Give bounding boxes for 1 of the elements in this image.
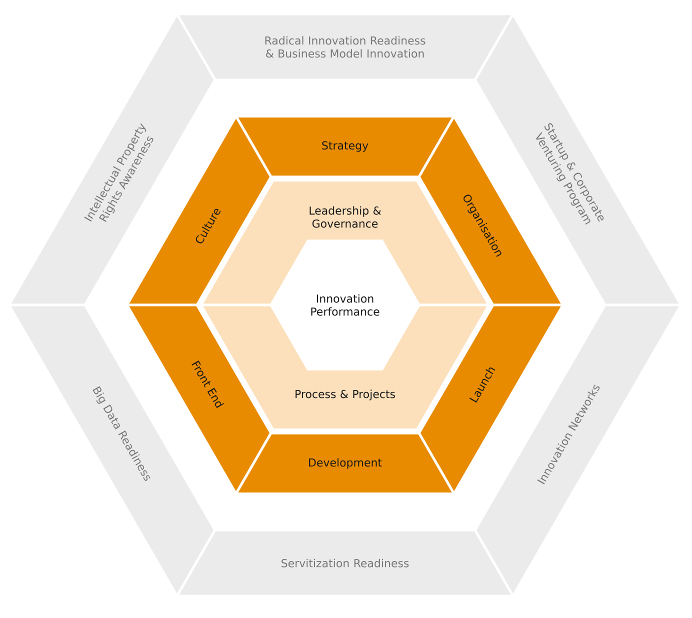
node-label: Servitization Readiness — [282, 558, 409, 568]
